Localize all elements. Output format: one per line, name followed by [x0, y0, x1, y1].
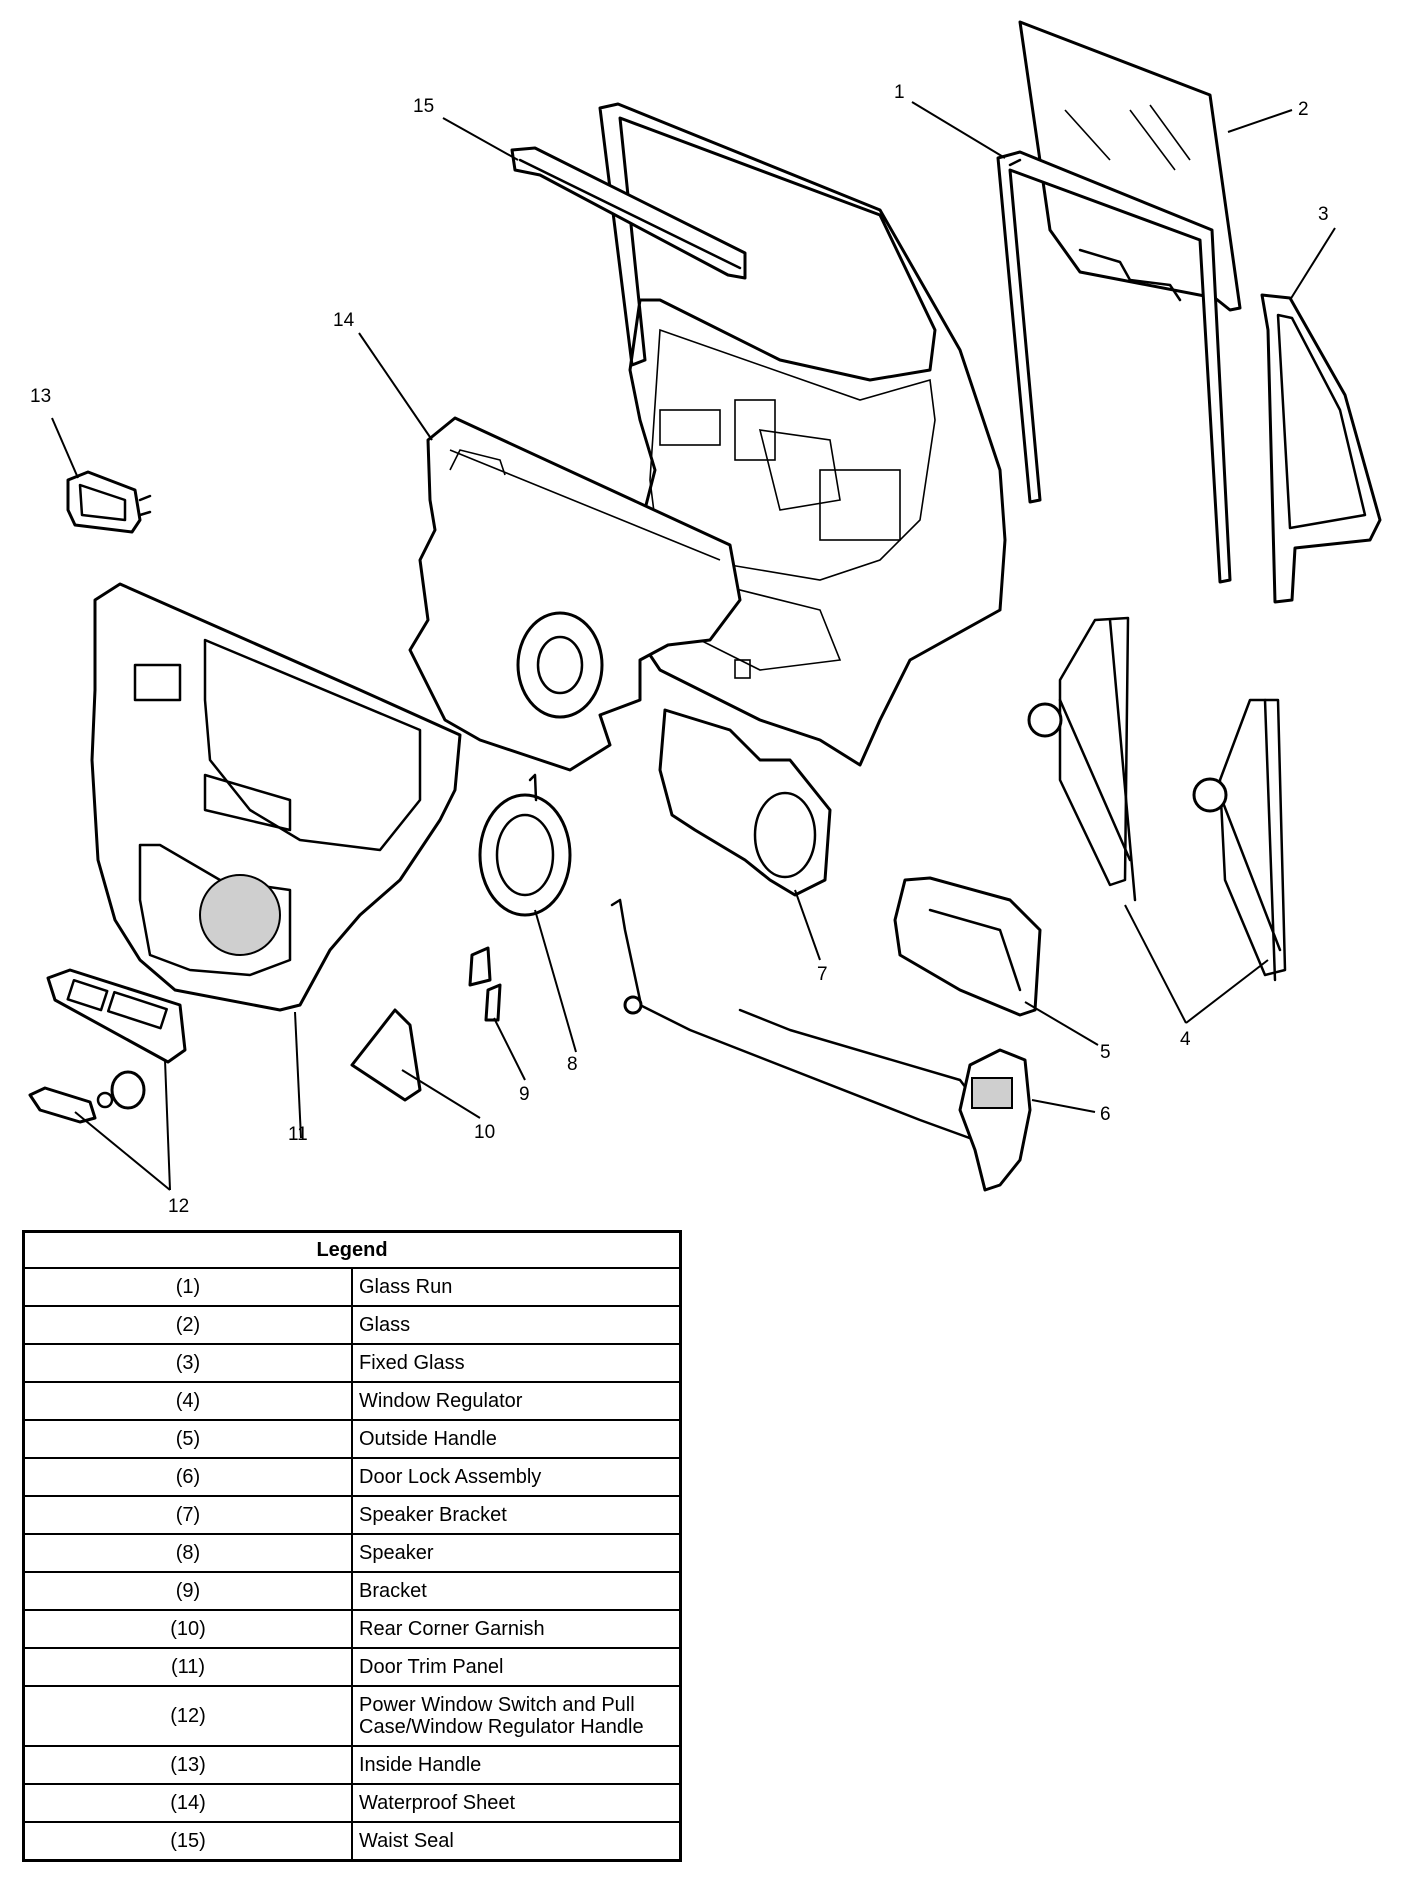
- callout-8: 8: [567, 1054, 578, 1075]
- waterproof-sheet-part: [408, 416, 742, 772]
- callout-3: 3: [1318, 204, 1329, 225]
- callout-9: 9: [519, 1084, 530, 1105]
- legend-desc: Speaker Bracket: [351, 1495, 682, 1535]
- legend-desc: Window Regulator: [351, 1381, 682, 1421]
- rear-corner-garnish-part: [350, 1008, 422, 1102]
- waist-seal-part: [510, 146, 747, 280]
- legend-desc: Outside Handle: [351, 1419, 682, 1459]
- legend-desc: Door Lock Assembly: [351, 1457, 682, 1497]
- legend-table: Legend (1)Glass Run (2)Glass (3)Fixed Gl…: [22, 1230, 682, 1862]
- legend-row: (9)Bracket: [22, 1571, 682, 1611]
- legend-desc: Inside Handle: [351, 1745, 682, 1785]
- door-trim-panel-part: [90, 582, 462, 1012]
- legend-row: (4)Window Regulator: [22, 1381, 682, 1421]
- regulator-handle-part: [28, 1070, 146, 1124]
- legend-row: (2)Glass: [22, 1305, 682, 1345]
- legend-num: (15): [22, 1821, 353, 1862]
- window-switch-part: [46, 968, 187, 1064]
- fixed-glass-part: [1260, 293, 1382, 604]
- legend-row: (11)Door Trim Panel: [22, 1647, 682, 1687]
- callout-12: 12: [168, 1196, 189, 1217]
- callout-7: 7: [817, 964, 828, 985]
- legend-row: (6)Door Lock Assembly: [22, 1457, 682, 1497]
- speaker-bracket-part: [658, 708, 832, 897]
- legend-num: (9): [22, 1571, 353, 1611]
- inside-handle-part: [66, 470, 152, 534]
- legend-num: (3): [22, 1343, 353, 1383]
- callout-15: 15: [413, 96, 434, 117]
- legend-num: (2): [22, 1305, 353, 1345]
- legend-title: Legend: [22, 1230, 682, 1269]
- legend-num: (5): [22, 1419, 353, 1459]
- legend-desc: Bracket: [351, 1571, 682, 1611]
- legend-num: (6): [22, 1457, 353, 1497]
- glass-run-part: [996, 150, 1232, 584]
- legend-num: (10): [22, 1609, 353, 1649]
- legend-row: (12)Power Window Switch and Pull Case/Wi…: [22, 1685, 682, 1747]
- glass-part: [1018, 20, 1242, 312]
- speaker-part: [478, 773, 572, 917]
- callout-4: 4: [1180, 1029, 1191, 1050]
- legend-desc: Fixed Glass: [351, 1343, 682, 1383]
- legend-desc: Glass: [351, 1305, 682, 1345]
- legend-desc: Waterproof Sheet: [351, 1783, 682, 1823]
- legend-num: (11): [22, 1647, 353, 1687]
- callout-6: 6: [1100, 1104, 1111, 1125]
- legend-row: (7)Speaker Bracket: [22, 1495, 682, 1535]
- legend-desc: Power Window Switch and Pull Case/Window…: [351, 1685, 682, 1747]
- legend-num: (13): [22, 1745, 353, 1785]
- legend-num: (8): [22, 1533, 353, 1573]
- legend-desc: Glass Run: [351, 1267, 682, 1307]
- legend-num: (14): [22, 1783, 353, 1823]
- door-inner-panel: [598, 102, 1007, 767]
- legend-desc: Door Trim Panel: [351, 1647, 682, 1687]
- legend-row: (10)Rear Corner Garnish: [22, 1609, 682, 1649]
- outside-handle-part: [893, 876, 1042, 1017]
- legend-num: (7): [22, 1495, 353, 1535]
- callout-2: 2: [1298, 99, 1309, 120]
- window-regulator-part: [1027, 616, 1287, 982]
- legend-row: (15)Waist Seal: [22, 1821, 682, 1862]
- callout-1: 1: [894, 82, 905, 103]
- callout-10: 10: [474, 1122, 495, 1143]
- legend-row: (14)Waterproof Sheet: [22, 1783, 682, 1823]
- leader-lines: [51, 101, 1336, 1191]
- legend-header-row: Legend: [22, 1230, 682, 1269]
- legend-desc: Speaker: [351, 1533, 682, 1573]
- legend-row: (5)Outside Handle: [22, 1419, 682, 1459]
- callout-14: 14: [333, 310, 355, 331]
- legend-row: (3)Fixed Glass: [22, 1343, 682, 1383]
- legend-row: (1)Glass Run: [22, 1267, 682, 1307]
- legend-num: (1): [22, 1267, 353, 1307]
- callout-13: 13: [30, 386, 51, 407]
- legend-num: (12): [22, 1685, 353, 1747]
- exploded-door-diagram: 1 2 3 4 5 6 7 8 9 10 11 12 13 14 15: [28, 20, 1382, 1217]
- door-lock-assembly-part: [958, 1048, 1032, 1192]
- bracket-part: [468, 946, 502, 1022]
- legend-desc: Waist Seal: [351, 1821, 682, 1862]
- legend-desc: Rear Corner Garnish: [351, 1609, 682, 1649]
- callout-11: 11: [288, 1124, 308, 1145]
- legend-num: (4): [22, 1381, 353, 1421]
- legend-row: (13)Inside Handle: [22, 1745, 682, 1785]
- legend-row: (8)Speaker: [22, 1533, 682, 1573]
- callout-5: 5: [1100, 1042, 1111, 1063]
